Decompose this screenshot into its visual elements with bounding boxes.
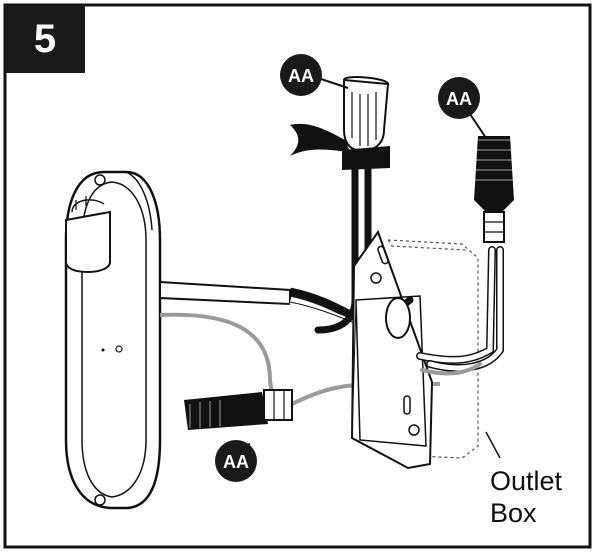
callout-aa-top-label: AA: [288, 66, 314, 86]
ground-wire-fixture: [159, 312, 274, 397]
light-fixture-base: [64, 170, 162, 510]
outlet-box-label-line2: Box: [490, 498, 537, 528]
stripped-wire-end: [290, 123, 350, 156]
callout-aa-right: AA: [438, 77, 487, 139]
outlet-box-label-line1: Outlet: [490, 466, 563, 496]
callout-aa-top: AA: [280, 54, 349, 96]
outlet-box: [350, 229, 479, 470]
step-badge: 5: [5, 5, 85, 73]
wire-nut-right: [474, 136, 514, 243]
callout-aa-right-label: AA: [446, 89, 472, 109]
wire-nut-lower: [184, 389, 293, 430]
callout-aa-lower: AA: [215, 440, 257, 482]
step-number: 5: [34, 17, 56, 61]
wire-nut-top: [342, 76, 390, 170]
callout-aa-lower-label: AA: [223, 452, 249, 472]
outlet-box-leader: [485, 431, 501, 459]
white-wires: [416, 246, 504, 376]
